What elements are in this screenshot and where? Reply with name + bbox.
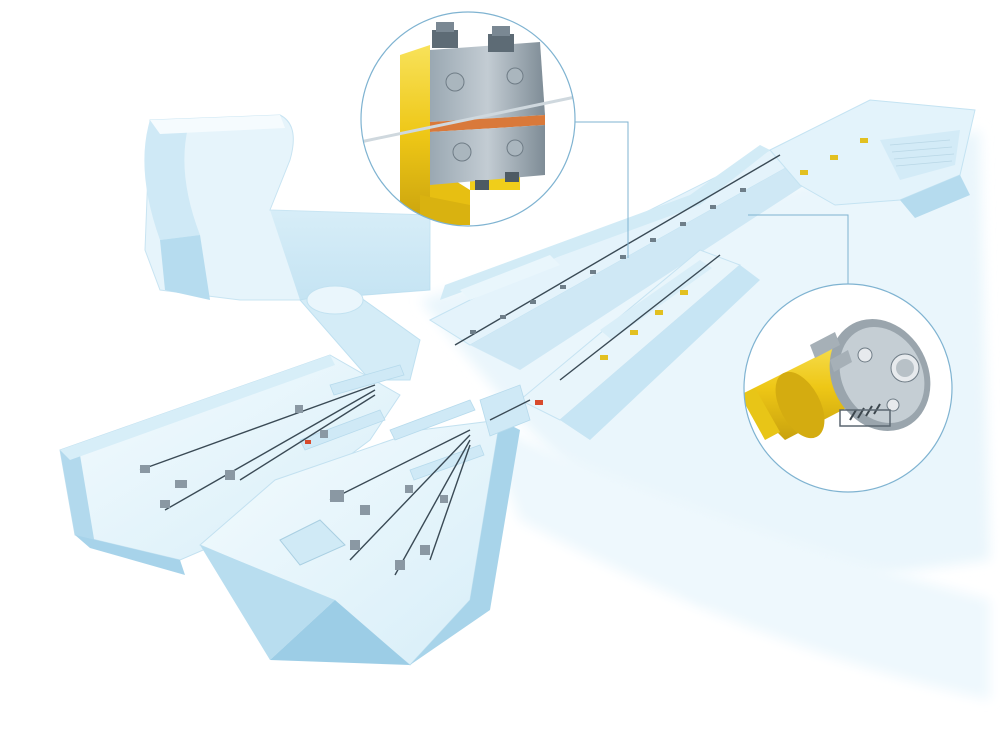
- vacuum-pipe-cutaway-detail-icon: [743, 283, 953, 493]
- undulator-magnet-detail-icon: [360, 11, 576, 227]
- beamline-components: [140, 138, 868, 570]
- interior-walls: [299, 364, 531, 481]
- transfer-tunnel: [299, 285, 421, 381]
- undulator-hall: [769, 99, 976, 218]
- callout-lines: [575, 121, 849, 284]
- linac-tunnel: [428, 145, 820, 370]
- beamlines: [139, 154, 781, 576]
- storage-ring-building: [144, 114, 431, 301]
